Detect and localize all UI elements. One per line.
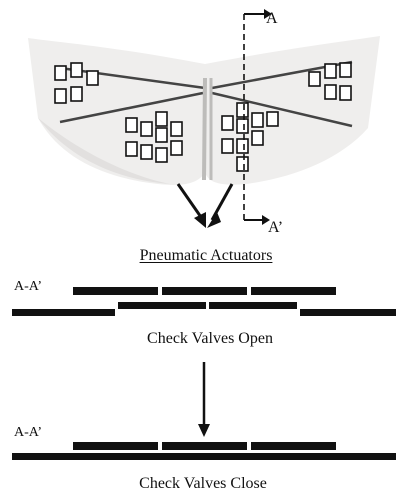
actuator-cell (236, 156, 249, 172)
actuator-cell (70, 62, 83, 78)
actuator-cell (54, 88, 67, 104)
actuator-cell (339, 62, 352, 78)
section-marker-a-prime: A’ (268, 219, 284, 236)
actuator-segment (162, 442, 247, 450)
actuator-segment (251, 442, 336, 450)
actuator-cell (155, 127, 168, 143)
close-state-caption: Check Valves Close (139, 475, 267, 492)
open-state-caption: Check Valves Open (147, 330, 273, 347)
actuator-cell (221, 115, 234, 131)
wing-center-slot (202, 77, 207, 181)
actuator-cell (170, 121, 183, 137)
flexible-skin-segment (12, 453, 396, 460)
section-marker-a: A (266, 10, 278, 27)
section-view-label-open: A-A’ (14, 279, 42, 294)
actuator-cell (125, 117, 138, 133)
section-view-close (12, 442, 396, 460)
down-arrow-icon (207, 183, 234, 228)
actuator-cell (251, 130, 264, 146)
flexible-skin-segment (118, 302, 206, 309)
section-view-label-close: A-A’ (14, 425, 42, 440)
actuator-segment (162, 287, 247, 295)
actuator-segment (251, 287, 336, 295)
actuator-cell (339, 85, 352, 101)
actuator-cell (308, 71, 321, 87)
actuator-group-right-outer (308, 62, 352, 101)
actuator-cell (324, 84, 337, 100)
actuator-cell (324, 63, 337, 79)
actuator-cell (86, 70, 99, 86)
actuator-cell (155, 111, 168, 127)
down-arrow-icon (176, 183, 206, 228)
actuators-caption: Pneumatic Actuators (139, 247, 273, 264)
wing-fold-line (59, 91, 204, 124)
section-view-open (12, 287, 396, 316)
wing-fold-line (211, 91, 353, 128)
actuator-segment (73, 442, 158, 450)
flexible-skin-segment (12, 309, 115, 316)
down-arrow-icon (198, 362, 210, 437)
actuator-cell (221, 138, 234, 154)
actuator-cell (236, 138, 249, 154)
actuator-cell (236, 118, 249, 134)
actuator-cell (140, 144, 153, 160)
flexible-skin-segment (209, 302, 297, 309)
actuator-cell (155, 147, 168, 163)
flexible-skin-segment (300, 309, 396, 316)
actuator-cell (170, 140, 183, 156)
actuator-cell (54, 65, 67, 81)
actuator-cell (70, 86, 83, 102)
actuator-cell (140, 121, 153, 137)
actuator-group-left-outer (54, 62, 99, 104)
actuator-group-right-inner (221, 102, 279, 172)
actuator-cell (251, 112, 264, 128)
right-arrow-icon (244, 9, 272, 19)
actuator-cell (125, 141, 138, 157)
right-arrow-icon (244, 215, 270, 225)
actuator-group-left-inner (125, 111, 183, 163)
actuator-segment (73, 287, 158, 295)
actuator-cell (266, 111, 279, 127)
wing-fold-line (59, 66, 206, 90)
actuator-cell (236, 102, 249, 118)
